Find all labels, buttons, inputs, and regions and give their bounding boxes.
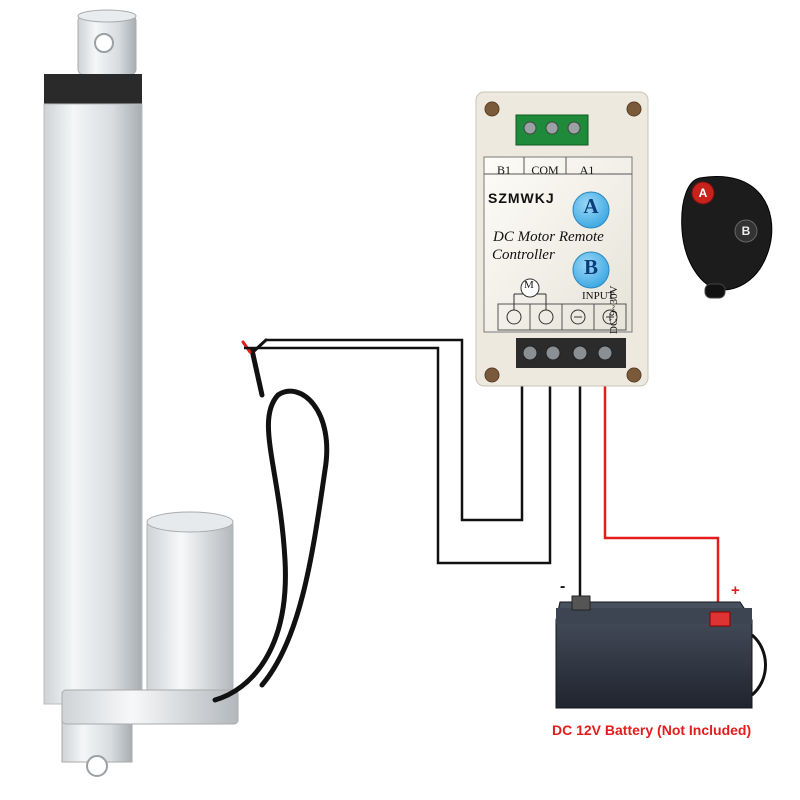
motor-symbol-label: M [524, 279, 534, 291]
brand-label: SZMWKJ [488, 190, 555, 206]
battery-negative-terminal [571, 595, 591, 611]
terminal-label-com: COM [531, 163, 559, 177]
voltage-label: DC 9~30V [608, 285, 620, 334]
actuator-body [43, 103, 143, 705]
battery-negative-label: - [560, 578, 566, 595]
button-b [572, 251, 610, 289]
button-a [572, 191, 610, 229]
battery-positive-terminal [709, 611, 731, 627]
fob-button-b-label: B [741, 224, 751, 238]
gearbox-housing [61, 689, 239, 725]
battery-positive-label: + [731, 582, 740, 599]
fob-button-b [734, 219, 758, 243]
controller-title-line1: DC Motor Remote [493, 229, 604, 245]
button-b-label: B [583, 255, 598, 279]
remote-fob [681, 176, 773, 299]
controller-title-line2: Controller [492, 247, 555, 263]
rod-mount-hole [94, 33, 114, 53]
controller-label-panel [483, 156, 633, 333]
battery-caption: DC 12V Battery (Not Included) [552, 722, 752, 738]
controller-box [475, 91, 649, 387]
fob-button-a-label: A [698, 186, 708, 200]
base-mount-hole [86, 755, 108, 777]
battery-handle [750, 633, 767, 697]
input-label: INPUT [582, 290, 615, 302]
battery [555, 595, 767, 709]
actuator-seal-ring [44, 74, 142, 106]
wiring [244, 338, 720, 610]
linear-actuator [43, 9, 239, 777]
button-a-label: A [583, 194, 599, 218]
terminal-label-b1: B1 [496, 163, 511, 177]
actuator-motor [146, 519, 234, 699]
terminal-label-a1: A1 [579, 163, 595, 177]
fob-button-a [691, 181, 715, 205]
